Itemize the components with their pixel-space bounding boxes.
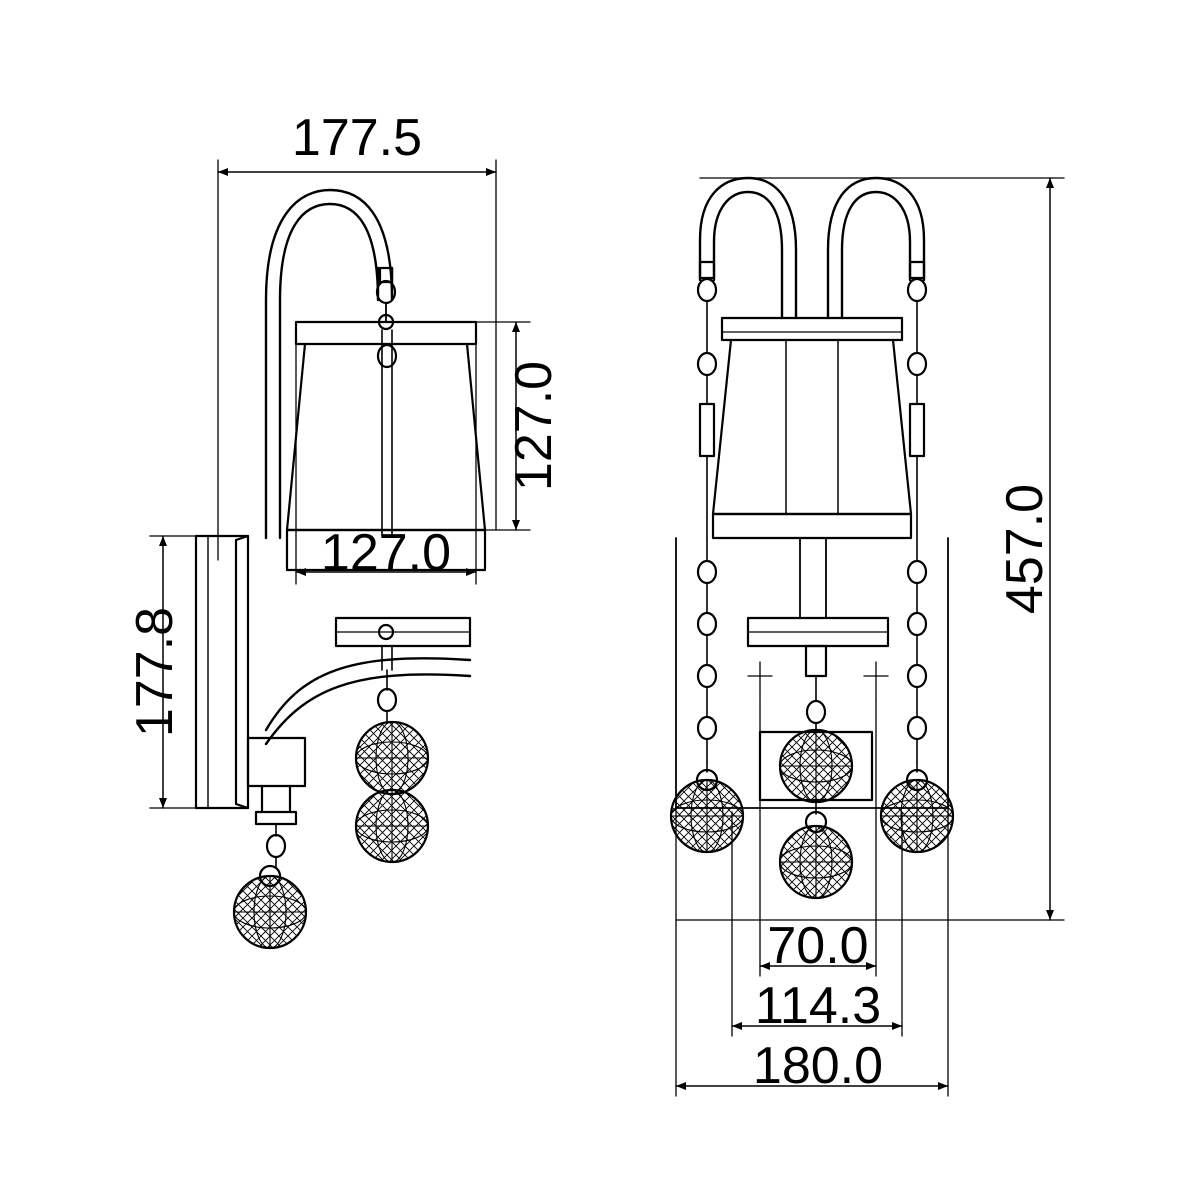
dimension-label-70-0: 70.0 xyxy=(767,917,868,975)
dimension-label-177-5: 177.5 xyxy=(292,109,422,167)
dimension-label-shade-width-127: 127.0 xyxy=(321,524,451,582)
dimension-label-457-0: 457.0 xyxy=(996,484,1054,614)
dimension-label-shade-height-127: 127.0 xyxy=(505,361,563,491)
dimension-label-177-8: 177.8 xyxy=(126,607,184,737)
dimension-label-180-0: 180.0 xyxy=(753,1037,883,1095)
dimension-label-114-3: 114.3 xyxy=(755,977,881,1035)
